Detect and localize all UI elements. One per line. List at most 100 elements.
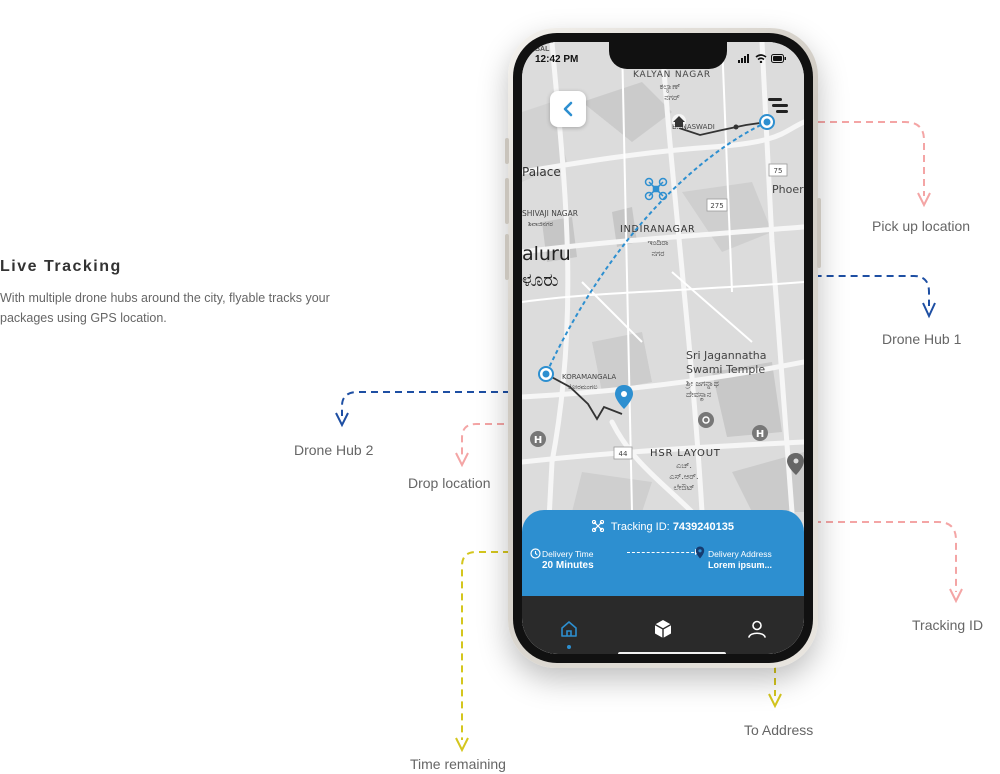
drop-location-pin-icon[interactable] <box>615 385 633 409</box>
callout-tracking-id: Tracking ID <box>912 617 984 633</box>
signal-icon <box>738 54 750 66</box>
app-screen: 75 275 44 KALYAN NAGAR ಕಲ್ಯಾಣ್ ನಗರ್ BANA… <box>522 42 804 654</box>
volume-up-button <box>505 178 509 224</box>
tracking-id-connector <box>742 521 957 592</box>
map-label-indiranagar-kn: ಇಂದಿರಾ <box>648 238 669 247</box>
hospital-marker-2-icon[interactable]: H <box>752 425 768 441</box>
map-label-hsr-kn: ಎಚ್. <box>676 461 692 470</box>
menu-button[interactable] <box>766 97 790 117</box>
map-label-bengaluru: aluru <box>522 243 571 265</box>
map-label-bengaluru-kn: ಳೂರು <box>522 270 559 291</box>
status-bar: BAL 12:42 PM <box>522 42 804 68</box>
callout-time-remaining: Time remaining <box>410 756 506 772</box>
hub2-arrow <box>335 412 349 428</box>
map-label-hsr-kn3: ಲೇಔಟ್ <box>673 483 694 492</box>
map-label-palace: Palace <box>522 165 561 179</box>
road-shield-275: 275 <box>710 202 723 210</box>
map-label-koramangala-kn: ಕೋರಮಂಗಲ <box>568 383 597 391</box>
section-description: With multiple drone hubs around the city… <box>0 291 330 325</box>
active-tab-indicator <box>567 645 571 649</box>
chevron-left-icon <box>563 101 573 117</box>
home-indicator[interactable] <box>618 652 726 654</box>
map-label-koramangala: KORAMANGALA <box>562 373 616 381</box>
mute-switch <box>505 138 509 164</box>
drone-icon <box>591 519 605 533</box>
delivery-time: Delivery Time 20 Minutes <box>542 549 594 571</box>
map-label-kalyan-nagar-kn2: ನಗರ್ <box>664 93 680 102</box>
back-button[interactable] <box>550 91 586 127</box>
menu-icon <box>768 98 782 101</box>
tracking-id-label: Tracking ID: <box>610 521 670 533</box>
pickup-connector <box>770 121 925 196</box>
map-label-jagannatha: Sri Jagannatha <box>686 349 766 362</box>
drop-arrow <box>455 452 469 468</box>
camera-notch <box>609 42 727 69</box>
phone-mockup: 75 275 44 KALYAN NAGAR ಕಲ್ಯಾಣ್ ನಗರ್ BANA… <box>505 28 821 668</box>
map-label-kalyan-nagar-kn: ಕಲ್ಯಾಣ್ <box>660 82 681 92</box>
hospital-marker-1-icon[interactable]: H <box>530 431 546 447</box>
map-label-shivaji-nagar: SHIVAJI NAGAR <box>522 209 578 218</box>
pickup-road-route <box>678 121 768 136</box>
wifi-icon <box>755 54 767 66</box>
map-label-hsr-kn2: ಎಸ್.ಆರ್. <box>669 472 698 481</box>
callout-pickup-location: Pick up location <box>872 218 971 234</box>
map-label-indiranagar-kn2: ನಗರ <box>651 249 664 258</box>
tracking-card[interactable]: Tracking ID: 7439240135 Delivery Time 20… <box>522 510 804 596</box>
carrier-label: BAL <box>535 46 550 53</box>
section-title: Live Tracking <box>0 258 122 275</box>
route-arrow <box>627 549 700 555</box>
callout-drone-hub-1: Drone Hub 1 <box>882 331 962 347</box>
map-label-phoenix: Phoer <box>772 183 804 196</box>
callout-drop-location: Drop location <box>408 475 491 491</box>
delivery-address: Delivery Address Lorem ipsum... <box>708 549 772 570</box>
status-time: 12:42 PM <box>535 54 579 65</box>
map-label-jagannatha-kn: ಶ್ರೀ ಜಗನ್ನಾಥ <box>684 379 719 388</box>
svg-text:H: H <box>756 429 764 440</box>
delivery-time-value: 20 Minutes <box>542 560 594 571</box>
map-label-banaswadi: BANASWADI <box>672 123 715 131</box>
volume-down-button <box>505 234 509 280</box>
map-label-hsr-layout: HSR LAYOUT <box>650 448 721 459</box>
delivery-time-label: Delivery Time <box>542 549 594 559</box>
tracking-id-arrow <box>949 588 963 604</box>
location-pin-icon <box>695 546 705 559</box>
home-icon <box>561 621 577 637</box>
nav-home-button[interactable] <box>556 616 582 642</box>
callout-to-address: To Address <box>744 722 814 738</box>
drop-connector <box>461 423 624 456</box>
tracking-id-row: Tracking ID: 7439240135 <box>522 519 804 533</box>
home-location-icon[interactable] <box>672 114 686 128</box>
delivery-address-value: Lorem ipsum... <box>708 560 773 570</box>
map-label-kalyan-nagar: KALYAN NAGAR <box>633 70 711 80</box>
power-button <box>817 198 821 268</box>
pickup-arrow <box>917 192 931 208</box>
drop-road-route <box>545 373 623 421</box>
nav-packages-button[interactable] <box>650 616 676 642</box>
svg-text:H: H <box>534 435 542 446</box>
delivery-address-label: Delivery Address <box>708 549 772 559</box>
bottom-nav-bar <box>522 596 804 654</box>
map-label-jagannatha-2: Swami Temple <box>686 363 765 376</box>
user-icon <box>748 620 766 638</box>
callout-drone-hub-2: Drone Hub 2 <box>294 442 374 458</box>
clock-icon <box>530 548 541 559</box>
hub1-arrow <box>922 302 936 319</box>
drone-icon[interactable] <box>644 177 668 201</box>
tracking-id-value[interactable]: 7439240135 <box>672 521 734 533</box>
drone-flight-path <box>545 121 768 375</box>
place-marker-icon[interactable] <box>787 453 804 475</box>
road-shield-44: 44 <box>619 450 628 458</box>
map-label-shivaji-nagar-kn: ಶಿವಾಜಿನಗರ <box>528 220 554 228</box>
nav-profile-button[interactable] <box>744 616 770 642</box>
map-label-indiranagar: INDIRANAGAR <box>620 224 695 235</box>
drone-hub-2-marker[interactable] <box>538 366 554 382</box>
time-arrow <box>455 737 469 753</box>
package-icon <box>654 620 672 638</box>
map-label-jagannatha-kn2: ದೇವಸ್ಥಾನ <box>686 390 712 401</box>
road-shield-75: 75 <box>774 167 783 175</box>
address-arrow <box>768 693 782 709</box>
temple-marker-icon[interactable] <box>698 412 714 428</box>
battery-icon <box>771 54 787 66</box>
drone-hub-1-marker[interactable] <box>759 114 775 130</box>
